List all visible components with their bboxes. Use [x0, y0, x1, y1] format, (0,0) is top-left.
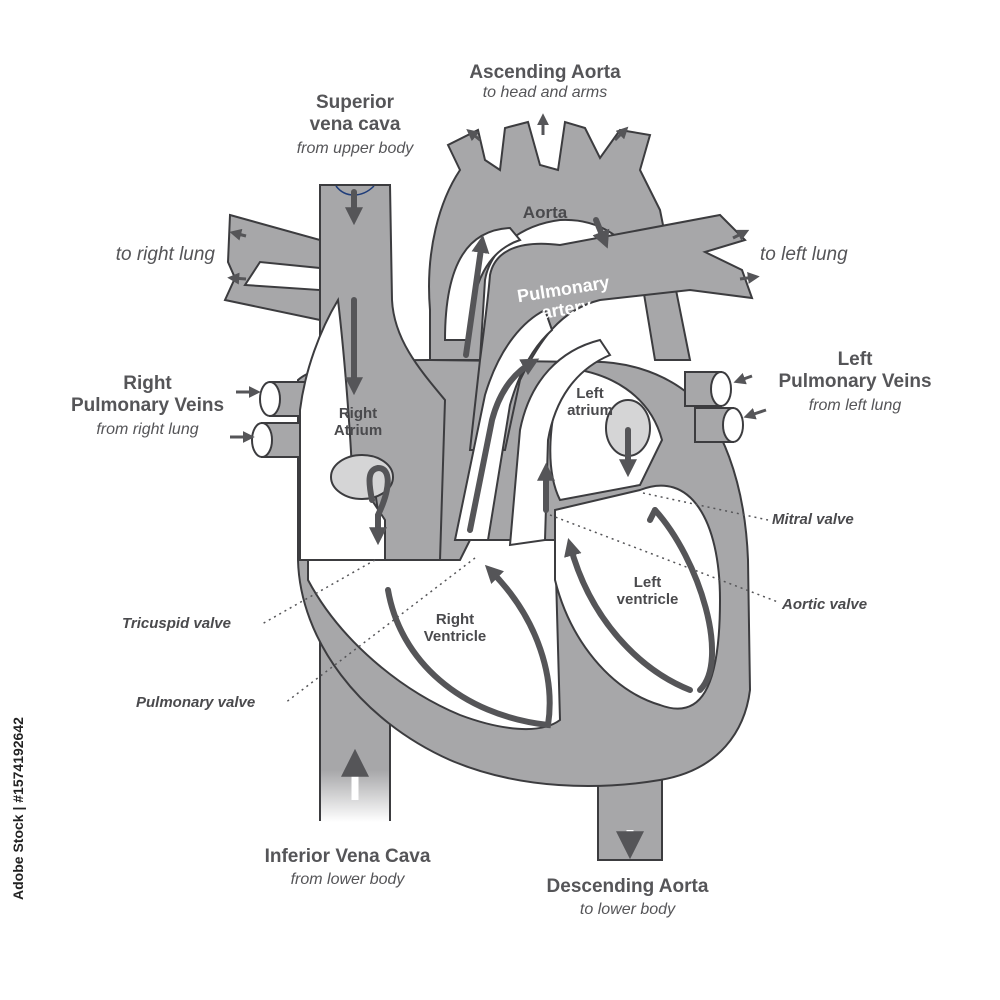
da-sub: to lower body	[579, 900, 676, 918]
right-atrium-label: Right Atrium	[318, 405, 398, 439]
ascending-aorta-title: Ascending Aorta	[469, 62, 621, 83]
leader-lines	[261, 492, 779, 704]
ascending-aorta-label: Ascending Aorta to head and arms	[440, 62, 650, 102]
lpv-line1: Left	[837, 349, 873, 370]
left-ventricle-label: Left ventricle	[600, 574, 695, 608]
flow-arrows	[345, 189, 716, 729]
ra-line2: Atrium	[333, 421, 383, 439]
ivc-sub: from lower body	[290, 870, 405, 888]
ra-line1: Right	[338, 405, 378, 422]
da-title: Descending Aorta	[546, 876, 709, 897]
to-left-lung-label: to left lung	[760, 244, 848, 265]
superior-vena-cava-label: Superior vena cava from upper body	[265, 92, 445, 158]
pulmonary-valve-label: Pulmonary valve	[136, 694, 256, 711]
rv-line2: Ventricle	[423, 627, 487, 645]
inferior-vena-cava-label: Inferior Vena Cava from lower body	[240, 846, 455, 889]
ivc-title: Inferior Vena Cava	[264, 846, 431, 867]
aorta-label: Aorta	[522, 203, 568, 222]
la-line1: Left	[576, 385, 604, 402]
svc-title-line1: Superior	[315, 92, 395, 113]
tip-arrows	[227, 113, 767, 443]
lv-line2: ventricle	[616, 590, 679, 608]
lv-line1: Left	[633, 574, 662, 591]
rpv-sub: from right lung	[96, 420, 199, 438]
la-line2: atrium	[567, 401, 613, 419]
left-atrium-label: Left atrium	[560, 385, 620, 419]
descending-aorta-label: Descending Aorta to lower body	[520, 876, 735, 919]
left-pulmonary-veins	[684, 371, 744, 443]
pulmonary-trunk	[468, 213, 754, 451]
svc-sub: from upper body	[296, 139, 414, 157]
right-pulmonary-veins-label: Right Pulmonary Veins from right lung	[50, 373, 245, 439]
aortic-arch	[428, 120, 692, 361]
right-pulmonary-artery	[223, 213, 321, 322]
tricuspid-valve-label: Tricuspid valve	[122, 615, 231, 632]
rpv-line2: Pulmonary Veins	[70, 394, 225, 416]
aortic-valve-label: Aortic valve	[782, 596, 868, 613]
stock-credit: Adobe Stock | #1574192642	[10, 717, 26, 900]
lpv-line2: Pulmonary Veins	[778, 370, 932, 392]
right-ventricle-label: Right Ventricle	[405, 611, 505, 645]
left-pulmonary-veins-label: Left Pulmonary Veins from left lung	[760, 349, 950, 415]
rv-line1: Right	[435, 611, 475, 628]
rpv-line1: Right	[123, 373, 172, 394]
to-right-lung-label: to right lung	[115, 244, 215, 265]
lpv-sub: from left lung	[808, 396, 902, 414]
svc-title-line2: vena cava	[309, 113, 401, 135]
ascending-aorta-sub: to head and arms	[482, 83, 608, 101]
aortic-outflow-channel	[508, 338, 612, 547]
right-ventricle-chamber	[307, 539, 562, 730]
mitral-valve-label: Mitral valve	[772, 511, 854, 528]
